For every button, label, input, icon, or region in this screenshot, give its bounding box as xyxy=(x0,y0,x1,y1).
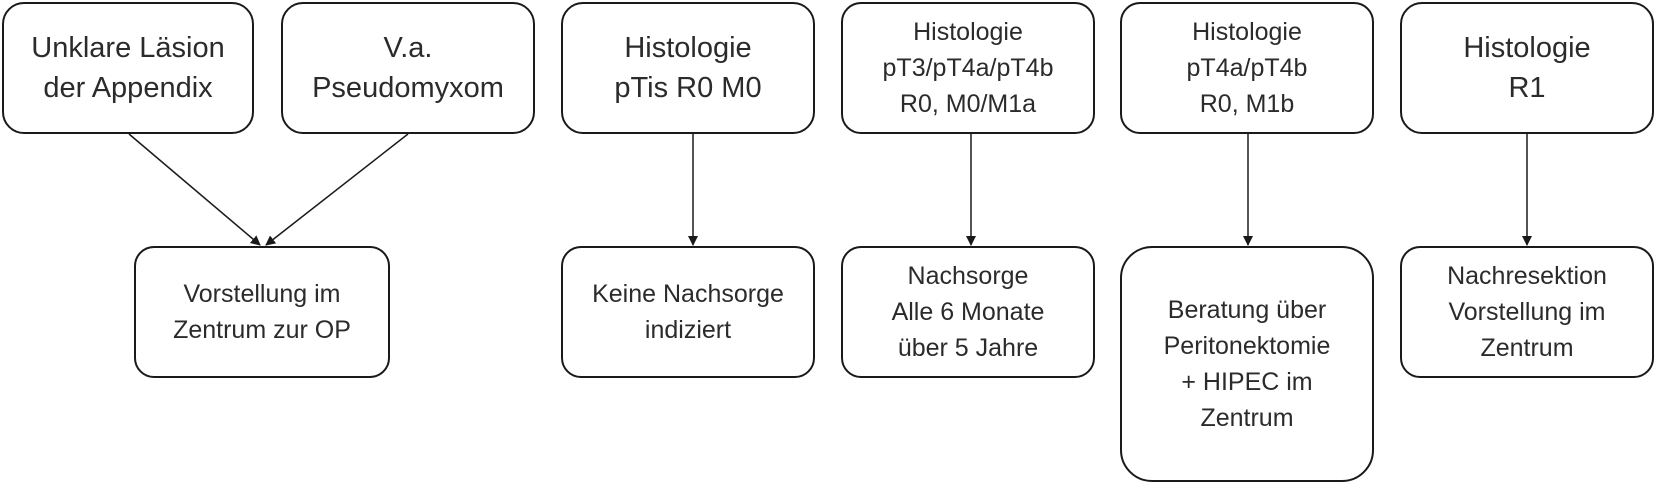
node-text: + HIPEC im xyxy=(1181,368,1313,396)
node-text: Beratung über xyxy=(1167,296,1327,324)
node-text: pT3/pT4a/pT4b xyxy=(882,54,1054,82)
node-histologie-pt4: Histologie pT4a/pT4b R0, M1b xyxy=(1120,2,1374,134)
node-text: Peritonektomie xyxy=(1163,332,1331,360)
node-text: Histologie xyxy=(1192,18,1302,46)
node-text: pTis R0 M0 xyxy=(614,72,762,104)
node-text: R1 xyxy=(1508,72,1546,104)
node-text: Nachresektion xyxy=(1447,262,1607,290)
node-text: Zentrum xyxy=(1200,404,1294,432)
node-va-pseudomyxom: V.a. Pseudomyxom xyxy=(281,2,535,134)
node-text: Zentrum xyxy=(1480,334,1574,362)
node-text: R0, M1b xyxy=(1199,90,1295,118)
node-text: Histologie xyxy=(913,18,1023,46)
node-nachresektion: Nachresektion Vorstellung im Zentrum xyxy=(1400,246,1654,378)
node-histologie-pt3: Histologie pT3/pT4a/pT4b R0, M0/M1a xyxy=(841,2,1095,134)
node-text: V.a. xyxy=(383,32,433,64)
node-text: indiziert xyxy=(644,316,732,344)
node-keine-nachsorge: Keine Nachsorge indiziert xyxy=(561,246,815,378)
node-text: Vorstellung im xyxy=(183,280,341,308)
node-text: Pseudomyxom xyxy=(312,72,504,104)
node-text: Histologie xyxy=(624,32,752,64)
node-text: Vorstellung im xyxy=(1448,298,1606,326)
node-nachsorge: Nachsorge Alle 6 Monate über 5 Jahre xyxy=(841,246,1095,378)
node-vorstellung-op: Vorstellung im Zentrum zur OP xyxy=(134,246,390,378)
node-text: Keine Nachsorge xyxy=(592,280,784,308)
arrow-unklare-to-vorstellung xyxy=(128,133,261,246)
node-text: Alle 6 Monate xyxy=(891,298,1045,326)
node-text: Unklare Läsion xyxy=(31,32,225,64)
arrow-pseudomyxom-to-vorstellung xyxy=(265,133,409,246)
node-text: R0, M0/M1a xyxy=(899,90,1037,118)
node-histologie-r1: Histologie R1 xyxy=(1400,2,1654,134)
node-text: pT4a/pT4b xyxy=(1186,54,1308,82)
node-text: Nachsorge xyxy=(907,262,1029,290)
node-text: Histologie xyxy=(1463,32,1591,64)
node-unklare-laesion: Unklare Läsion der Appendix xyxy=(2,2,254,134)
node-text: über 5 Jahre xyxy=(897,334,1039,362)
node-text: Zentrum zur OP xyxy=(173,316,351,344)
node-beratung: Beratung über Peritonektomie + HIPEC im … xyxy=(1120,246,1374,482)
node-histologie-ptis: Histologie pTis R0 M0 xyxy=(561,2,815,134)
node-text: der Appendix xyxy=(43,72,213,104)
